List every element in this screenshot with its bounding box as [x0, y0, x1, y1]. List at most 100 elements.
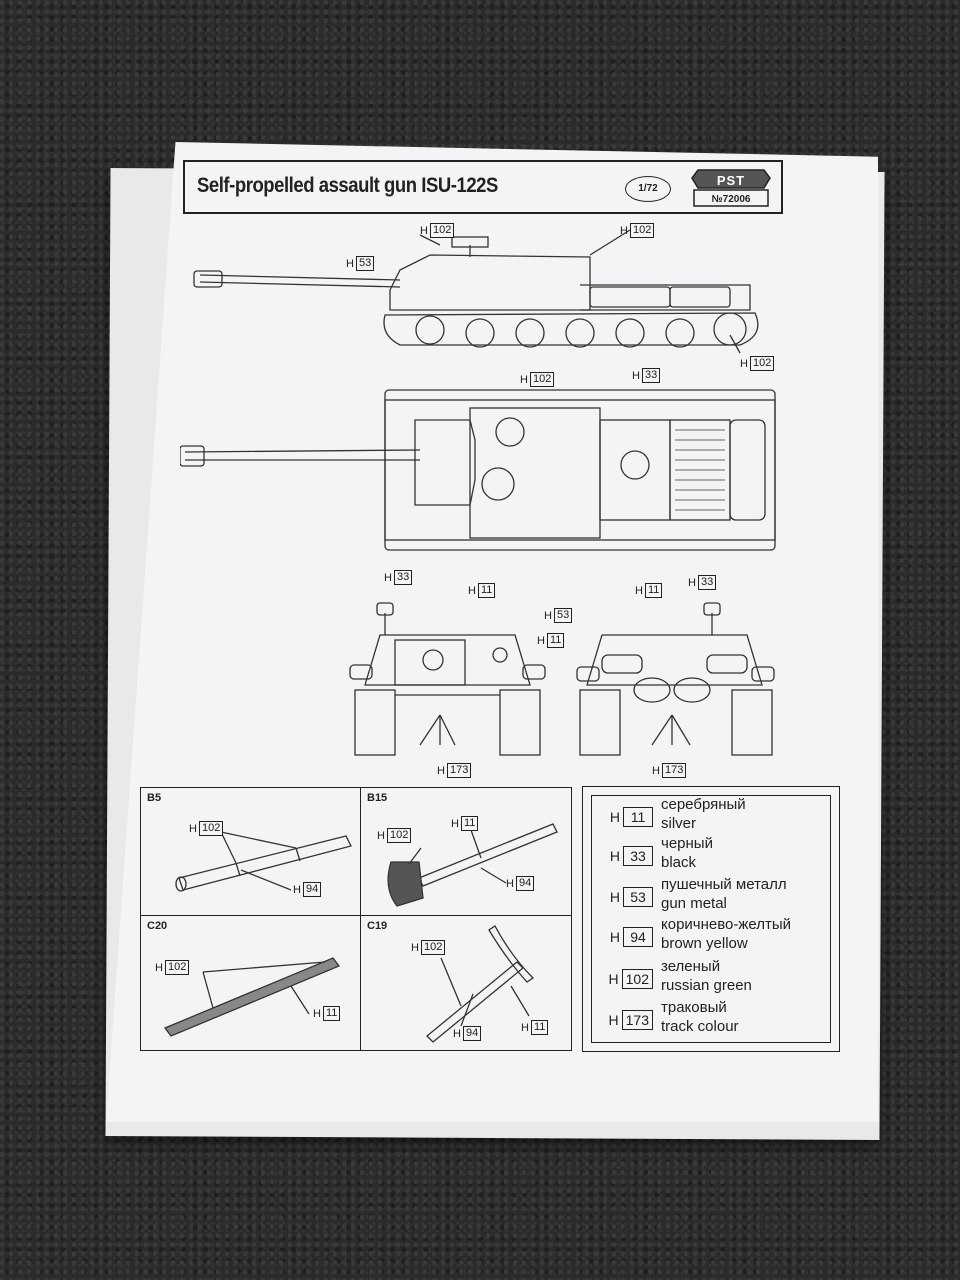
legend-name-ru: зеленый [661, 958, 721, 975]
legend-row: H 53 пушечный металл gun metal [595, 875, 787, 913]
callout-code: 33 [697, 575, 717, 590]
callout-code: 94 [302, 882, 322, 897]
legend-prefix: H [608, 971, 619, 987]
callout-code: 102 [529, 372, 555, 387]
callout-side-1: H 102 [420, 223, 455, 238]
callout-prefix: H [468, 584, 476, 597]
callout-prefix: H [346, 257, 354, 270]
legend-names: зеленый russian green [661, 957, 752, 995]
legend-prefix: H [609, 889, 620, 905]
callout-prefix: H [384, 571, 392, 584]
callout-code: 33 [393, 570, 413, 585]
callout-side-3: H 102 [620, 223, 655, 238]
legend-code-box: 102 [621, 969, 653, 989]
legend-code: H 94 [595, 927, 653, 947]
legend-code-box: 94 [623, 927, 653, 947]
legend-code-box: 33 [623, 846, 653, 866]
legend-code: H 173 [595, 1010, 653, 1030]
legend-name-ru: серебряный [661, 796, 746, 813]
legend-names: серебряный silver [661, 795, 746, 833]
callout-c20-1: H 102 [155, 960, 190, 975]
legend-row: H 102 зеленый russian green [595, 957, 752, 995]
callout-prefix: H [520, 373, 528, 386]
legend-code-box: 173 [621, 1010, 653, 1030]
legend-name-en: gun metal [661, 895, 727, 912]
callout-b15-1: H 102 [377, 828, 412, 843]
callout-prefix: H [632, 369, 640, 382]
shovel-part-drawing [387, 823, 558, 907]
callout-code: 33 [641, 368, 661, 383]
legend-code: H 33 [595, 846, 653, 866]
legend-names: коричнево-желтый brown yellow [661, 915, 791, 953]
callout-prefix: H [688, 576, 696, 589]
rod-part-drawing [163, 957, 341, 1037]
callout-prefix: H [453, 1027, 461, 1040]
callout-c19-1: H 102 [411, 940, 446, 955]
legend-prefix: H [609, 929, 620, 945]
part-panel-c19: C19 H 102 H 94 H 11 [360, 915, 572, 1051]
pickaxe-part-drawing [426, 925, 535, 1043]
callout-code: 102 [420, 940, 446, 955]
callout-code: 53 [355, 256, 375, 271]
front-view-drawing [349, 602, 546, 756]
callout-code: 102 [629, 223, 655, 238]
callout-front-3: H 11 [537, 633, 565, 648]
callout-prefix: H [635, 584, 643, 597]
callout-top-1: H 102 [520, 372, 555, 387]
legend-code-box: 53 [623, 887, 653, 907]
callout-rear-3: H 53 [544, 608, 573, 623]
legend-name-en: silver [661, 815, 697, 832]
callout-code: 102 [164, 960, 190, 975]
legend-row: H 173 траковый track colour [595, 998, 739, 1036]
legend-row: H 11 серебряный silver [595, 795, 746, 833]
legend-name-en: russian green [661, 977, 752, 994]
callout-prefix: H [313, 1007, 321, 1020]
callout-b15-2: H 11 [451, 816, 479, 831]
legend-name-en: black [661, 854, 697, 871]
side-view-drawing [193, 229, 759, 354]
callout-prefix: H [740, 357, 748, 370]
legend-names: траковый track colour [661, 998, 739, 1036]
part-panel-b5: B5 H 102 H 94 [140, 787, 362, 917]
legend-name-ru: траковый [661, 999, 727, 1016]
callout-prefix: H [544, 609, 552, 622]
legend-code: H 11 [595, 807, 653, 827]
callout-prefix: H [620, 224, 628, 237]
legend-name-en: brown yellow [661, 935, 748, 952]
legend-frame [591, 795, 831, 1043]
color-legend: H 11 серебряный silver H 33 черный black… [582, 786, 840, 1052]
callout-code: 102 [749, 356, 775, 371]
callout-rear-2: H 33 [688, 575, 717, 590]
legend-name-ru: черный [661, 835, 713, 852]
callout-code: 11 [322, 1006, 341, 1021]
part-panel-c20: C20 H 102 H 11 [140, 915, 362, 1051]
callout-prefix: H [411, 941, 419, 954]
legend-code: H 53 [595, 887, 653, 907]
callout-code: 11 [644, 583, 663, 598]
legend-code-box: 11 [623, 807, 653, 827]
callout-c19-3: H 11 [521, 1020, 549, 1035]
part-label: C20 [147, 920, 168, 932]
callout-prefix: H [521, 1021, 529, 1034]
callout-code: 94 [462, 1026, 482, 1041]
rear-view-drawing [576, 602, 775, 756]
callout-code: 11 [477, 583, 496, 598]
legend-names: пушечный металл gun metal [661, 875, 787, 913]
legend-name-ru: коричнево-желтый [661, 916, 792, 933]
callout-code: 173 [661, 763, 687, 778]
legend-prefix: H [609, 848, 620, 864]
callout-rear-4: H 173 [652, 763, 687, 778]
callout-top-2: H 33 [632, 368, 661, 383]
callout-prefix: H [451, 817, 459, 830]
part-label: B15 [367, 792, 388, 804]
callout-c19-2: H 94 [453, 1026, 482, 1041]
callout-prefix: H [437, 764, 445, 777]
callout-code: 173 [446, 763, 472, 778]
part-label: B5 [147, 792, 162, 804]
scale-badge: 1/72 [625, 176, 671, 202]
callout-code: 53 [553, 608, 573, 623]
callout-rear-1: H 11 [635, 583, 663, 598]
callout-code: 102 [429, 223, 455, 238]
callout-b5-2: H 94 [293, 882, 322, 897]
callout-c20-2: H 11 [313, 1006, 341, 1021]
